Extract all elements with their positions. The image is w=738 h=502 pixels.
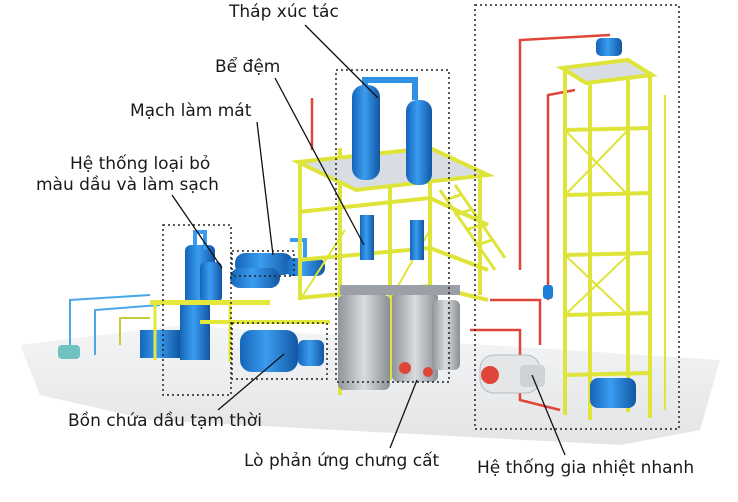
- label-decolor-system-line2: màu dầu và làm sạch: [36, 175, 219, 195]
- small-pump-left: [58, 345, 80, 359]
- label-catalytic-tower: Tháp xúc tác: [229, 2, 339, 22]
- highlight-boxes: [162, 4, 680, 430]
- heating-base-tank: [590, 378, 636, 408]
- pointer-temp-oil-tank: [217, 353, 285, 411]
- heating-tower-top-tank: [596, 38, 622, 56]
- pointer-heating-system: [531, 374, 566, 456]
- label-temp-oil-tank: Bồn chứa dầu tạm thời: [68, 411, 262, 431]
- box-decolor-system: [162, 224, 232, 396]
- label-cooling-circuit: Mạch làm mát: [130, 101, 252, 121]
- box-cooling-circuit: [231, 250, 295, 277]
- pointer-lines: [171, 24, 566, 456]
- label-distillation-reactor: Lò phản ứng chưng cất: [244, 451, 440, 471]
- pointer-decolor-system: [171, 194, 223, 269]
- rapid-heater-furnace: [479, 354, 545, 394]
- blue-valve-right: [543, 285, 553, 299]
- decolor-cleaning-unit: [140, 230, 270, 362]
- pointer-distillation-reactor: [389, 379, 418, 449]
- cooling-condensers: [230, 238, 325, 288]
- catalytic-tower-vessels: [352, 77, 432, 260]
- distillation-reactor-vessels: [338, 285, 460, 390]
- label-buffer-tank: Bể đệm: [215, 57, 281, 77]
- stairway-main: [438, 184, 507, 271]
- label-rapid-heating-system: Hệ thống gia nhiệt nhanh: [477, 458, 695, 478]
- pointer-buffer-tank: [274, 77, 365, 246]
- heating-tower-structure: [556, 57, 666, 420]
- box-heating-system: [474, 4, 680, 430]
- temp-oil-tank-vessel: [200, 320, 330, 372]
- label-decolor-system-line1: Hệ thống loại bỏ: [70, 154, 211, 174]
- box-catalytic-tower: [335, 69, 450, 383]
- pointer-catalytic-tower: [304, 24, 379, 99]
- pointer-cooling-circuit: [256, 121, 274, 256]
